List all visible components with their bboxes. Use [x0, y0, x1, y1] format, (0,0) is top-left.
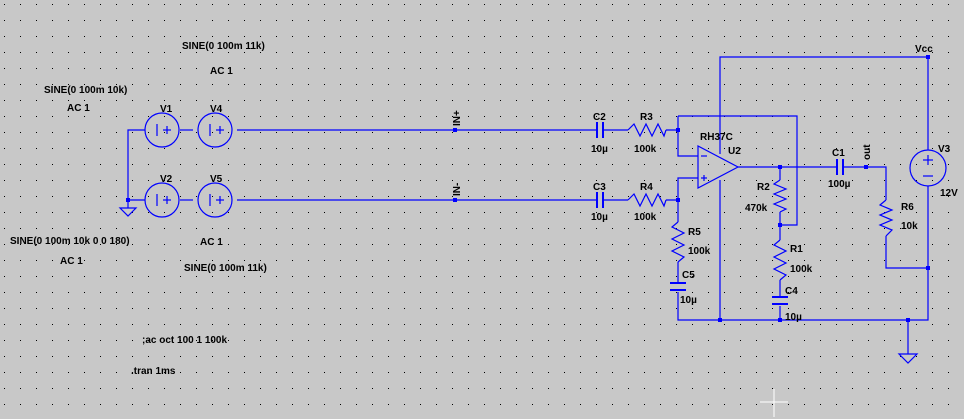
directive-tran[interactable]: .tran 1ms	[131, 366, 176, 377]
c2-name-label: C2	[593, 112, 606, 123]
net-label-in-plus: IN+	[452, 110, 463, 126]
v2-func-label: SINE(0 100m 10k 0 0 180)	[10, 236, 130, 247]
junction-in-minus	[453, 198, 457, 202]
wire-feedback-loop	[678, 115, 798, 226]
capacitor-c5[interactable]	[670, 282, 686, 291]
v5-ac-label: AC 1	[200, 237, 223, 248]
v1-ac-label: AC 1	[67, 103, 90, 114]
crosshair-cursor-icon	[760, 389, 788, 417]
ground-symbol-left[interactable]	[118, 207, 138, 217]
c5-name-label: C5	[682, 270, 695, 281]
c1-name-label: C1	[832, 148, 845, 159]
wire-r6-bottom	[885, 236, 928, 269]
resistor-r1[interactable]	[772, 239, 788, 281]
capacitor-c3[interactable]	[596, 192, 604, 208]
c2-value-label: 10µ	[591, 144, 608, 155]
net-label-in-minus: IN-	[452, 183, 463, 196]
wire-r4-node	[666, 177, 698, 201]
junction-r2-r1	[778, 223, 782, 227]
r2-value-label: 470k	[745, 203, 768, 214]
v5-func-label: SINE(0 100m 11k)	[184, 263, 267, 274]
v1-name-label: V1	[160, 104, 173, 115]
junction-gnd-c4	[778, 318, 782, 322]
grid-dots	[4, 4, 949, 405]
wire-v3-ground	[908, 186, 929, 321]
junction-in-plus	[453, 128, 457, 132]
opamp-ref-label: U2	[728, 146, 741, 157]
wire-c5-ground	[677, 292, 908, 321]
source-v4[interactable]	[197, 112, 233, 148]
c4-value-label: 10µ	[785, 312, 802, 323]
junction-r6-v3	[926, 266, 930, 270]
r5-name-label: R5	[688, 227, 701, 238]
ground-symbol-right[interactable]	[897, 353, 919, 364]
r4-name-label: R4	[640, 182, 653, 193]
r3-name-label: R3	[640, 112, 653, 123]
v2-name-label: V2	[160, 174, 173, 185]
net-label-out: out	[862, 144, 873, 160]
r6-value-label: 10k	[901, 221, 918, 232]
r3-value-label: 100k	[634, 144, 657, 155]
source-v3[interactable]	[909, 149, 947, 187]
resistor-r6[interactable]	[878, 199, 894, 237]
c1-value-label: 100µ	[828, 179, 851, 190]
c3-value-label: 10µ	[591, 212, 608, 223]
r5-value-label: 100k	[688, 246, 711, 257]
resistor-r5[interactable]	[670, 221, 686, 263]
capacitor-c1[interactable]	[836, 159, 844, 175]
net-label-vcc: Vcc	[915, 44, 933, 55]
junction-gnd-opamp	[718, 318, 722, 322]
v4-ac-label: AC 1	[210, 66, 233, 77]
source-v2[interactable]	[144, 182, 180, 218]
source-v5[interactable]	[197, 182, 233, 218]
r1-value-label: 100k	[790, 264, 813, 275]
v4-func-label: SINE(0 100m 11k)	[182, 41, 265, 52]
wire-opamp-supply	[719, 56, 929, 154]
r6-name-label: R6	[901, 202, 914, 213]
capacitor-c2[interactable]	[596, 122, 604, 138]
v2-ac-label: AC 1	[60, 256, 83, 267]
r4-value-label: 100k	[634, 212, 657, 223]
c3-name-label: C3	[593, 182, 606, 193]
wire-c1-out	[844, 166, 887, 200]
wire-r3-node	[666, 129, 698, 157]
r2-name-label: R2	[757, 182, 770, 193]
junction-gnd-main	[906, 318, 910, 322]
junction-vcc	[926, 55, 930, 59]
labels: Vcc IN+ IN- out RH37C U2 SINE(0 100m 10k…	[10, 41, 958, 377]
junction-opamp-out	[778, 165, 782, 169]
wires	[127, 56, 929, 354]
v4-name-label: V4	[210, 104, 223, 115]
v3-name-label: V3	[938, 144, 951, 155]
junction-r3-node	[676, 128, 680, 132]
v5-name-label: V5	[210, 174, 223, 185]
v1-func-label: SINE(0 100m 10k)	[44, 85, 127, 96]
resistor-r3[interactable]	[627, 122, 667, 138]
resistor-r2[interactable]	[772, 179, 788, 213]
source-v1[interactable]	[144, 112, 180, 148]
wire-v1-v2-tie	[127, 129, 145, 201]
opamp-u2[interactable]	[697, 145, 740, 189]
r1-name-label: R1	[790, 244, 803, 255]
v3-value-label: 12V	[940, 188, 958, 199]
resistor-r4[interactable]	[627, 192, 667, 208]
junction-out	[864, 165, 868, 169]
directive-ac[interactable]: ;ac oct 100 1 100k	[142, 335, 227, 346]
junction-r4-node	[676, 198, 680, 202]
opamp-name-label: RH37C	[700, 132, 733, 143]
c5-value-label: 10µ	[680, 295, 697, 306]
c4-name-label: C4	[785, 286, 798, 297]
junctions	[126, 55, 930, 322]
junction-ground-left	[126, 198, 130, 202]
capacitor-c4[interactable]	[772, 296, 788, 305]
